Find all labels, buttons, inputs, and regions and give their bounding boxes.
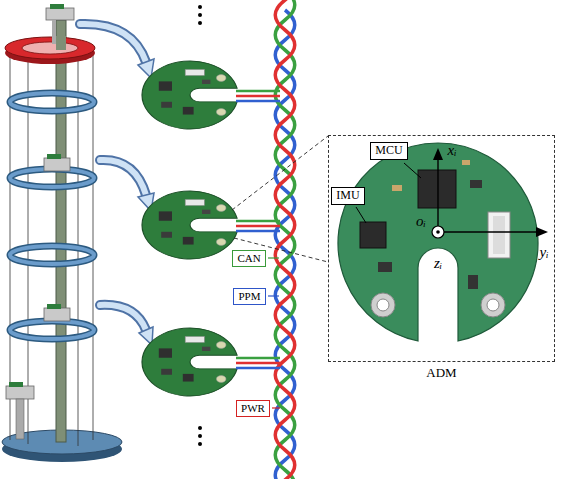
chip-label: MCU — [370, 142, 408, 160]
continuum-robot — [2, 4, 122, 462]
bus-label: PPM — [233, 288, 266, 305]
zoom-line — [232, 136, 328, 262]
box-text: PPM — [238, 290, 261, 303]
box-text: IMU — [336, 189, 360, 203]
twisted-bus — [275, 0, 295, 479]
axis-label: yᵢ — [539, 244, 548, 261]
ellipsis-dots — [198, 5, 202, 446]
adm-board — [338, 143, 538, 341]
module-region: ADMMCUIMU — [328, 135, 555, 362]
box-text: CAN — [237, 252, 261, 265]
axis-label: oᵢ — [416, 213, 426, 230]
leader-line — [268, 258, 280, 408]
axis-label: zᵢ — [434, 255, 442, 272]
box-text: PWR — [241, 402, 265, 415]
box-text: MCU — [375, 144, 403, 158]
leader-line — [356, 163, 421, 223]
chip-label: IMU — [331, 187, 365, 205]
bus-label: CAN — [232, 250, 266, 267]
bus-label: PWR — [236, 400, 270, 417]
region-heading: ADM — [329, 366, 554, 381]
axis-label: xᵢ — [447, 142, 456, 159]
bus-wire — [236, 91, 280, 368]
frame-axes — [432, 148, 548, 238]
zoom-arrow — [80, 24, 154, 345]
pcb-board — [142, 61, 237, 396]
